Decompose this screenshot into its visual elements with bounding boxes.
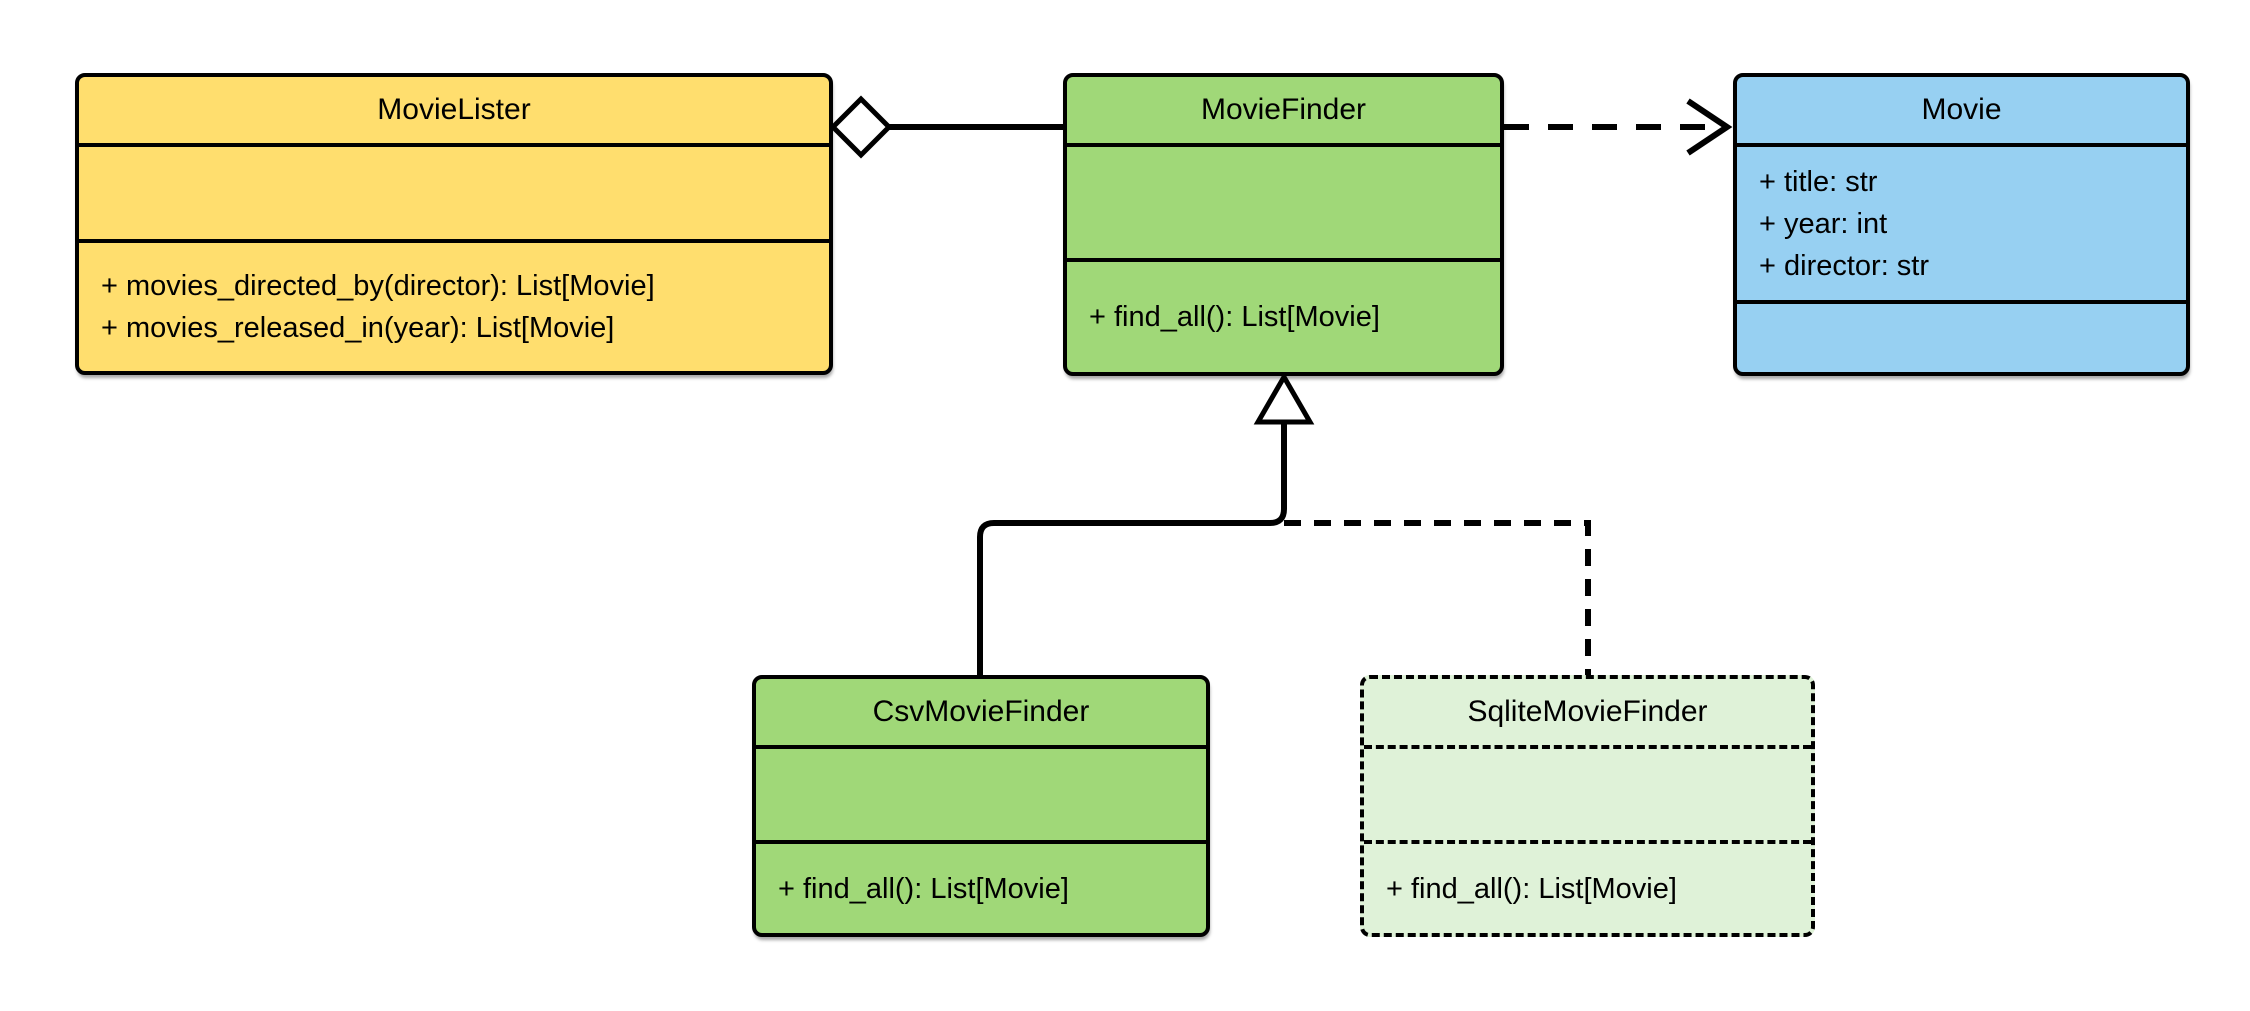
method-label: + movies_released_in(year): List[Movie] xyxy=(101,312,615,344)
hollow-triangle-marker xyxy=(1253,372,1315,425)
hollow-diamond-marker xyxy=(829,95,893,159)
class-movie-finder: MovieFinder + find_all(): List[Movie] xyxy=(1063,73,1504,376)
class-csv-movie-finder: CsvMovieFinder + find_all(): List[Movie] xyxy=(752,675,1210,937)
class-title: CsvMovieFinder xyxy=(756,679,1206,749)
methods-compartment: + find_all(): List[Movie] xyxy=(1067,262,1500,372)
open-arrowhead xyxy=(1686,98,1733,156)
method-label: + movies_directed_by(director): List[Mov… xyxy=(101,270,655,302)
methods-compartment: + movies_directed_by(director): List[Mov… xyxy=(79,243,829,371)
method-label: + find_all(): List[Movie] xyxy=(1089,301,1380,333)
method-label: + find_all(): List[Movie] xyxy=(778,872,1069,905)
attributes-compartment xyxy=(79,147,829,243)
attributes-compartment: + title: str + year: int + director: str xyxy=(1737,147,2186,304)
class-sqlite-movie-finder: SqliteMovieFinder + find_all(): List[Mov… xyxy=(1360,675,1815,937)
aggregation-connector xyxy=(829,95,1063,159)
methods-compartment: + find_all(): List[Movie] xyxy=(756,844,1206,933)
attributes-compartment xyxy=(756,749,1206,844)
attribute-label: + director: str xyxy=(1759,249,1930,282)
methods-compartment: + find_all(): List[Movie] xyxy=(1364,844,1811,933)
class-title: MovieFinder xyxy=(1067,77,1500,147)
dependency-connector xyxy=(1504,98,1733,156)
class-movie: Movie + title: str + year: int + directo… xyxy=(1733,73,2190,376)
attribute-label: + title: str xyxy=(1759,165,1878,198)
class-title: SqliteMovieFinder xyxy=(1364,679,1811,749)
generalization-connector-sqlite xyxy=(1284,520,1591,675)
method-label: + find_all(): List[Movie] xyxy=(1386,872,1677,905)
methods-compartment xyxy=(1737,304,2186,372)
class-title: Movie xyxy=(1737,77,2186,147)
class-movie-lister: MovieLister + movies_directed_by(directo… xyxy=(75,73,833,375)
attributes-compartment xyxy=(1364,749,1811,844)
attributes-compartment xyxy=(1067,147,1500,262)
generalization-connector-csv xyxy=(977,372,1315,675)
attribute-label: + year: int xyxy=(1759,207,1888,240)
class-title: MovieLister xyxy=(79,77,829,147)
